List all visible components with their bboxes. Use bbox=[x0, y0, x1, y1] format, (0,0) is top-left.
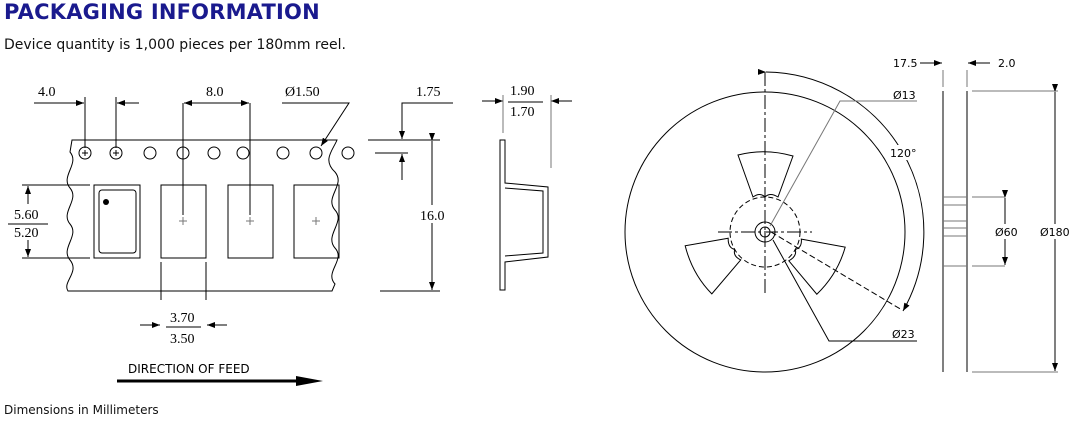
sprocket-hole bbox=[276, 146, 290, 160]
sprocket-hole bbox=[341, 146, 355, 160]
dim-reel-diameter: Ø180 bbox=[1040, 226, 1070, 239]
dim-tape-width: 16.0 bbox=[420, 209, 445, 224]
dim-flange: 2.0 bbox=[998, 57, 1016, 70]
dim-hub-hole: Ø13 bbox=[893, 89, 916, 102]
quantity-note: Device quantity is 1,000 pieces per 180m… bbox=[4, 37, 346, 53]
reel-side-view: 17.5 2.0 Ø60 Ø180 bbox=[893, 57, 1073, 373]
dim-pocket-length-min: 5.20 bbox=[14, 226, 39, 241]
feed-arrow-icon bbox=[296, 376, 323, 386]
sprocket-hole bbox=[143, 146, 157, 160]
page-title: PACKAGING INFORMATION bbox=[4, 0, 320, 24]
sprocket-hole bbox=[236, 146, 250, 160]
dim-hub-outer: Ø60 bbox=[995, 226, 1018, 239]
dim-pocket-length-max: 5.60 bbox=[14, 208, 39, 223]
dim-sprocket-pitch: 4.0 bbox=[38, 85, 56, 100]
pin1-dot bbox=[103, 199, 109, 205]
reel-window bbox=[684, 237, 742, 295]
dim-hole-offset: 1.75 bbox=[416, 85, 441, 100]
reel-front-view: Ø13 120° Ø23 bbox=[624, 68, 925, 373]
dim-pocket-width-max: 3.70 bbox=[170, 311, 195, 326]
sprocket-hole bbox=[309, 146, 323, 160]
dim-pocket-pitch: 8.0 bbox=[206, 85, 224, 100]
dim-hub-inner: Ø23 bbox=[892, 328, 915, 341]
component bbox=[98, 189, 137, 254]
dim-depth-max: 1.90 bbox=[510, 84, 535, 99]
dim-reel-width: 17.5 bbox=[893, 57, 918, 70]
dim-pocket-width-min: 3.50 bbox=[170, 332, 195, 347]
dim-hole-diameter: Ø1.50 bbox=[285, 85, 320, 100]
units-note: Dimensions in Millimeters bbox=[4, 403, 159, 417]
feed-label: DIRECTION OF FEED bbox=[128, 362, 250, 376]
dim-angle: 120° bbox=[890, 147, 917, 160]
sprocket-hole bbox=[207, 146, 221, 160]
tape-side-view: 1.90 1.70 bbox=[482, 84, 572, 291]
dim-depth-min: 1.70 bbox=[510, 105, 535, 120]
reel-window bbox=[788, 238, 846, 295]
tape-dimensions: 4.0 8.0 Ø1.50 1.75 16.0 5.60 5.20 3.70 3… bbox=[8, 85, 453, 386]
carrier-tape bbox=[66, 139, 355, 292]
